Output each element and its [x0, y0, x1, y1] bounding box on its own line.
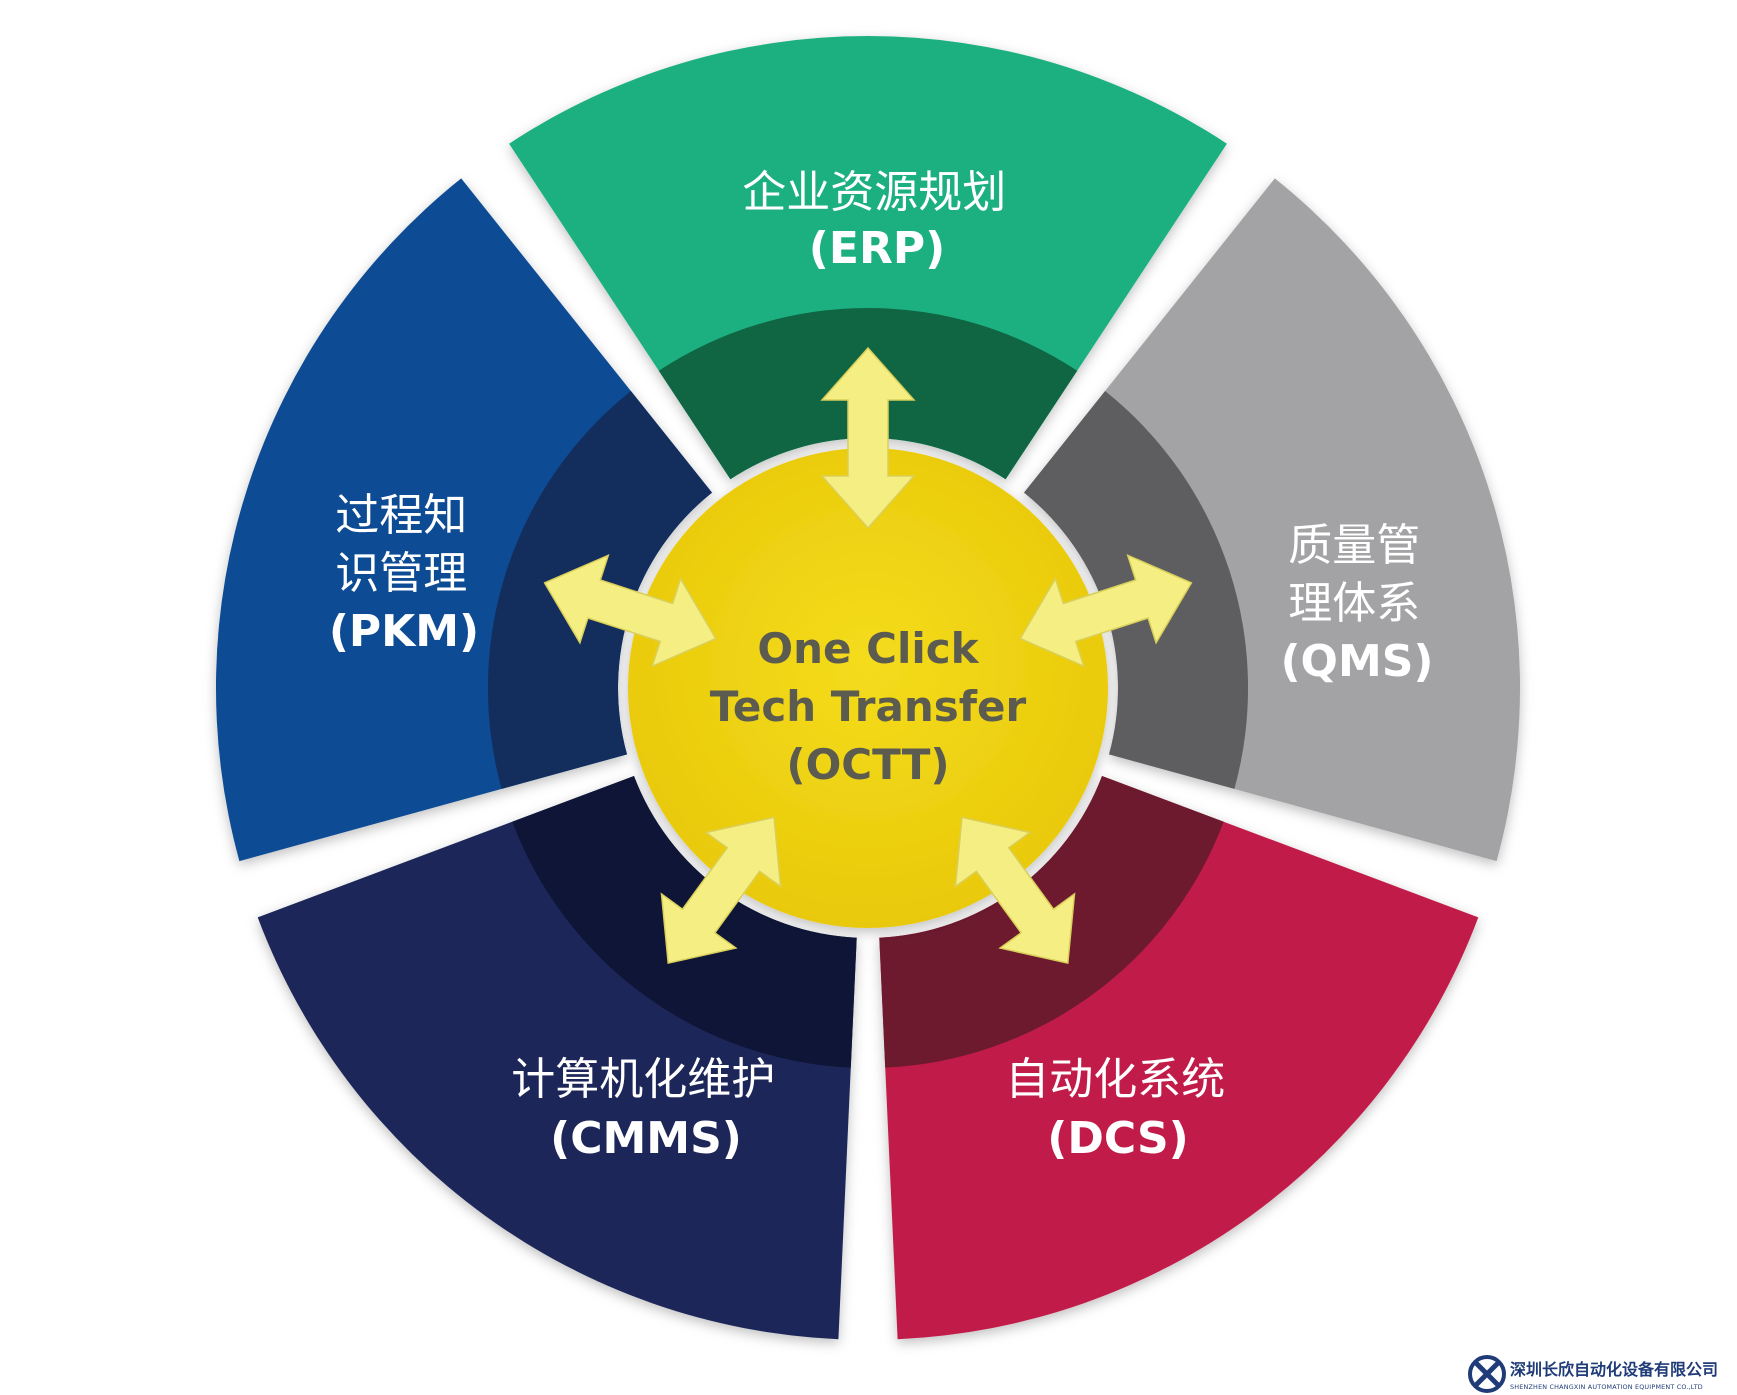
arrow-to-dcs-icon [954, 816, 1076, 965]
segment-labels: 企业资源规划 (ERP) 质量管 理体系 (QMS) 自动化系统 (DCS) 计… [329, 167, 1434, 1164]
label-cmms: 计算机化维护 (CMMS) [511, 1054, 781, 1164]
company-logo: 深圳长欣自动化设备有限公司 SHENZHEN CHANGXIN AUTOMATI… [1468, 1355, 1718, 1393]
center-title-line3: (OCTT) [786, 740, 949, 789]
company-name-en: SHENZHEN CHANGXIN AUTOMATION EQUIPMENT C… [1510, 1383, 1703, 1391]
label-dcs: 自动化系统 (DCS) [1005, 1054, 1231, 1164]
arrow-to-cmms-icon [660, 816, 782, 965]
label-dcs-abbr: (DCS) [1047, 1113, 1189, 1164]
label-qms-abbr: (QMS) [1280, 636, 1433, 687]
label-qms: 质量管 理体系 (QMS) [1280, 520, 1433, 687]
arrow-to-erp-icon [820, 346, 916, 530]
center-title-line1: One Click [757, 624, 979, 673]
label-pkm-abbr: (PKM) [329, 606, 479, 657]
label-qms-zh-2: 理体系 [1288, 578, 1420, 629]
label-erp: 企业资源规划 (ERP) [742, 167, 1012, 274]
connection-arrows [543, 346, 1193, 965]
label-qms-zh-1: 质量管 [1288, 520, 1420, 571]
label-pkm: 过程知 识管理 (PKM) [329, 490, 479, 657]
arrow-to-pkm-icon [543, 553, 717, 668]
center-hub [628, 448, 1108, 928]
label-erp-zh: 企业资源规划 [742, 167, 1006, 218]
label-pkm-zh-2: 识管理 [335, 548, 467, 599]
center-title-line2: Tech Transfer [710, 682, 1027, 731]
label-cmms-abbr: (CMMS) [550, 1113, 742, 1164]
company-logo-mark-icon [1468, 1355, 1506, 1393]
label-erp-abbr: (ERP) [809, 223, 945, 274]
label-pkm-zh-1: 过程知 [335, 490, 467, 541]
label-dcs-zh: 自动化系统 [1005, 1054, 1225, 1105]
label-cmms-zh: 计算机化维护 [511, 1054, 775, 1105]
center-label: One Click Tech Transfer (OCTT) [710, 624, 1027, 789]
company-name-zh: 深圳长欣自动化设备有限公司 [1510, 1360, 1718, 1379]
arrow-to-qms-icon [1019, 553, 1193, 668]
